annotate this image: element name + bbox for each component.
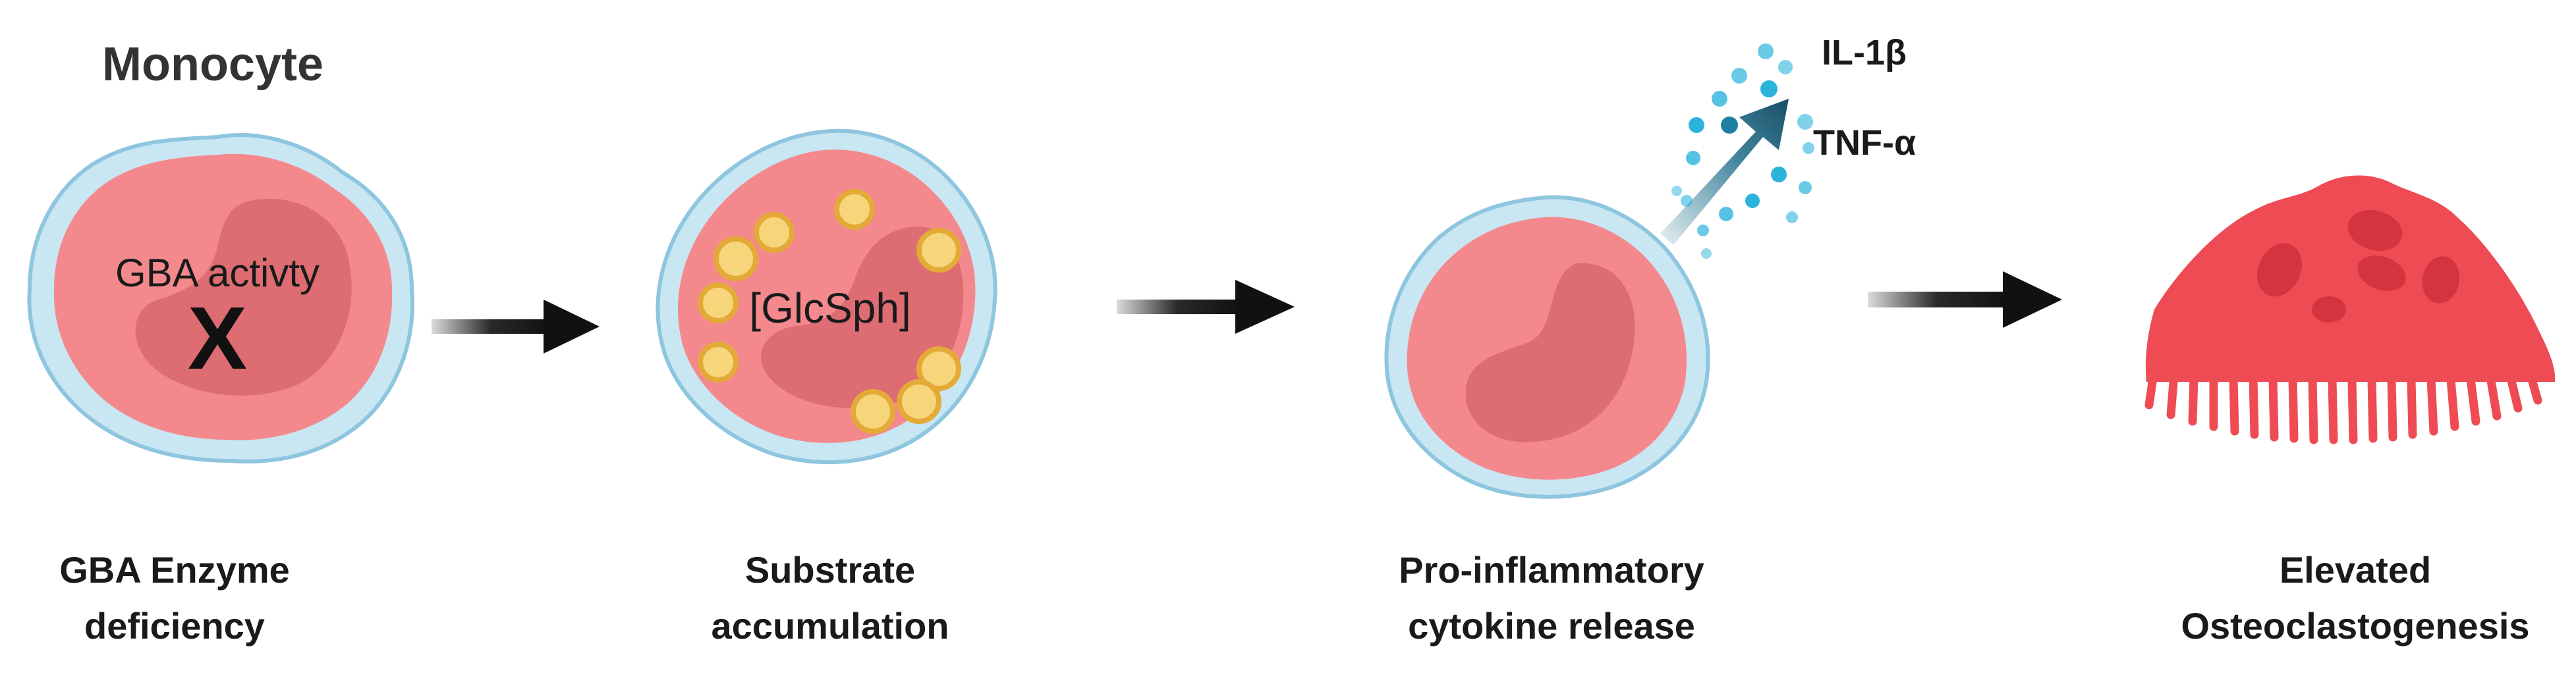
cytokine-dot xyxy=(1681,195,1693,207)
step-labels: GBA Enzyme deficiency Substrate accumula… xyxy=(59,549,2529,647)
vesicle xyxy=(834,189,875,230)
cell-nucleus xyxy=(1465,263,1635,442)
step-4-label-line2: Osteoclastogenesis xyxy=(2181,605,2529,647)
step-4-label-line1: Elevated xyxy=(2280,549,2431,591)
cytokine-dot xyxy=(1760,80,1778,97)
glcsph-label: [GlcSph] xyxy=(749,284,910,332)
cytokine-dot xyxy=(1671,186,1682,196)
osteoclast-nucleus xyxy=(2256,243,2303,297)
arrow-3 xyxy=(1868,271,2062,328)
gba-activity-text: GBA activty xyxy=(115,251,320,295)
cytokine-particles xyxy=(1671,43,1814,259)
glcsph-vesicles xyxy=(698,189,961,434)
vesicle xyxy=(916,346,961,391)
step-1-label-line1: GBA Enzyme xyxy=(59,549,290,591)
arrow-1 xyxy=(432,300,600,354)
cytokine-dot xyxy=(1758,43,1774,59)
cytokine-dot xyxy=(1721,117,1738,134)
cell-nucleus xyxy=(761,226,964,408)
cytokine-dot xyxy=(1799,181,1812,194)
arrow-2 xyxy=(1117,280,1295,334)
cytokine-dot xyxy=(1731,68,1747,84)
step-2-label-line1: Substrate xyxy=(745,549,915,591)
cytokine-label-tnfa: TNF-α xyxy=(1813,123,1916,163)
osteoclast-nuclei xyxy=(2256,210,2460,323)
cytokine-dot xyxy=(1701,248,1712,259)
cell-nucleus xyxy=(135,198,352,396)
step-2-label-line2: accumulation xyxy=(712,605,949,647)
step-1-label-line2: deficiency xyxy=(84,605,265,647)
monocyte-cell-2: [GlcSph] xyxy=(656,128,997,465)
cytokine-dot xyxy=(1771,167,1787,182)
monocyte-cell-3: IL-1β TNF-α xyxy=(1384,33,1916,499)
osteoclast-nucleus xyxy=(2347,210,2403,251)
cytokine-dot xyxy=(1803,142,1814,154)
cytokine-dot xyxy=(1697,225,1709,236)
cytokine-dot xyxy=(1797,114,1813,130)
vesicle xyxy=(851,389,895,434)
cytokine-label-il1b: IL-1β xyxy=(1822,33,1907,72)
vesicle xyxy=(714,236,758,281)
inhibition-x-mark: X xyxy=(188,288,247,388)
step-3-label-line2: cytokine release xyxy=(1408,605,1695,647)
osteoclast-nucleus xyxy=(2312,296,2346,323)
title-monocyte: Monocyte xyxy=(102,38,323,91)
osteoclast-cell xyxy=(2144,175,2556,444)
cytokine-dot xyxy=(1712,91,1727,107)
vesicle xyxy=(698,282,739,323)
vesicle xyxy=(698,342,739,383)
vesicle xyxy=(754,212,795,253)
cytokine-dot xyxy=(1686,151,1700,165)
cytokine-dot xyxy=(1745,194,1760,208)
step-3-label-line1: Pro-inflammatory xyxy=(1399,549,1704,591)
vesicle xyxy=(897,379,941,424)
osteoclast-body xyxy=(2145,175,2556,382)
cytokine-dot xyxy=(1719,207,1733,221)
osteoclast-nucleus xyxy=(2422,256,2460,304)
cytokine-release-arrow xyxy=(1660,99,1789,245)
monocyte-cell-1: GBA activty X xyxy=(27,133,414,463)
cytokine-dot xyxy=(1689,117,1704,133)
cytokine-dot xyxy=(1786,211,1798,223)
osteoclast-ruffled-border xyxy=(2144,364,2542,444)
vesicle xyxy=(916,228,961,273)
cytokine-dot xyxy=(1778,60,1793,74)
osteoclast-nucleus xyxy=(2357,255,2406,291)
